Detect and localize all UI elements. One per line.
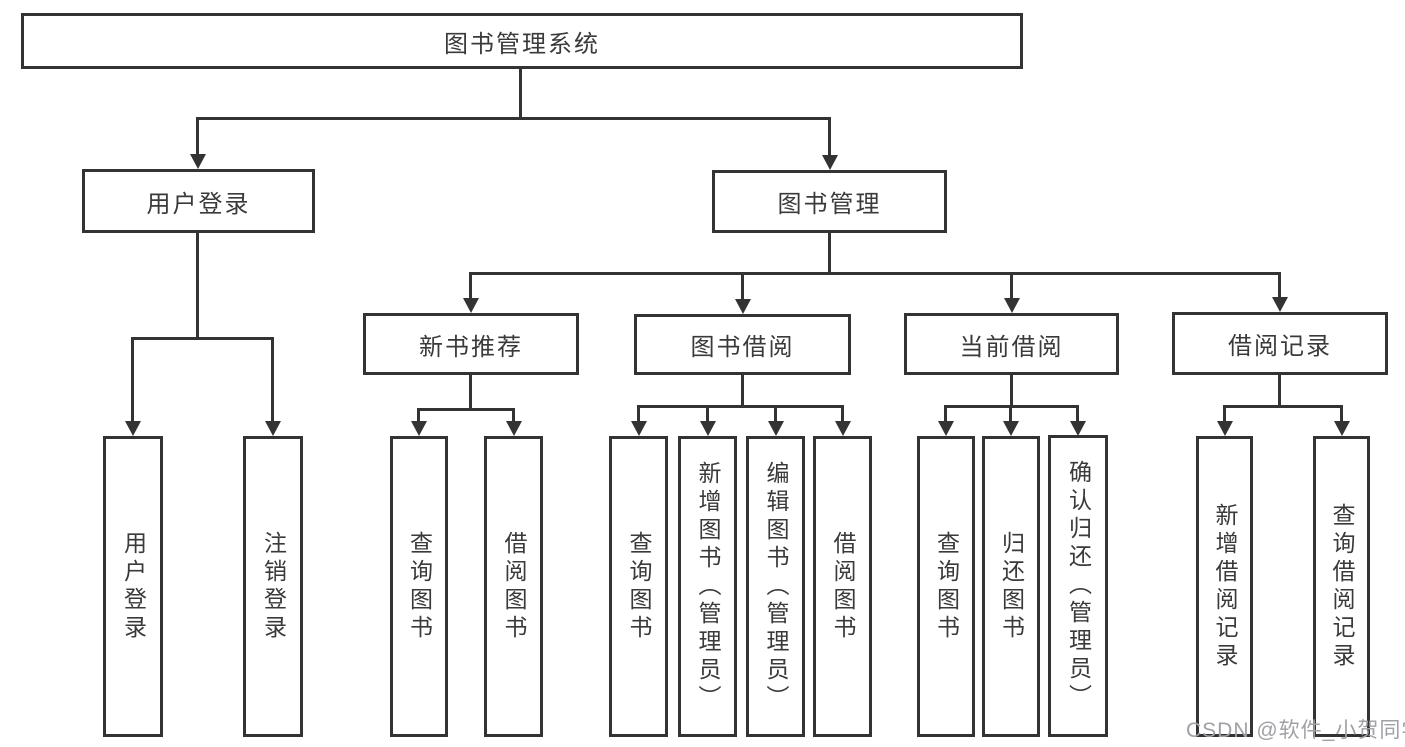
- connector-current-borrow-stub: [1010, 375, 1013, 405]
- leaf-bb-add-books-admin-label: 新增图书（管理员）: [695, 460, 721, 713]
- connector-arrow-login-leaf: [131, 337, 134, 421]
- connector-arrow-cb-query: [944, 405, 947, 421]
- connector-borrow-record-stub: [1278, 375, 1281, 405]
- connector-arrow-current-borrow: [1010, 272, 1013, 298]
- node-book-management: 图书管理: [712, 170, 947, 233]
- connector-arrow-br-add: [1223, 405, 1226, 421]
- leaf-br-add-record-label: 新增借阅记录: [1212, 502, 1238, 671]
- leaf-cb-query-books-label: 查询图书: [933, 530, 960, 643]
- leaf-nb-query-books: 查询图书: [390, 436, 448, 737]
- connector-arrow-cb-return: [1009, 405, 1012, 421]
- connector-arrow-user-login: [196, 117, 199, 154]
- leaf-nb-borrow-books-label: 借阅图书: [501, 530, 527, 643]
- leaf-nb-query-books-label: 查询图书: [406, 530, 433, 643]
- connector-borrow-record-hline: [1223, 405, 1343, 408]
- node-user-login: 用户登录: [82, 169, 315, 233]
- connector-book-borrow-stub: [741, 375, 744, 405]
- connector-new-book-hline: [417, 408, 515, 411]
- csdn-watermark: CSDN @软件_小贺同学: [1186, 719, 1405, 742]
- leaf-logout-label: 注销登录: [260, 530, 287, 643]
- leaf-bb-borrow-books: 借阅图书: [813, 436, 872, 737]
- connector-arrow-bb-edit: [774, 405, 777, 421]
- leaf-user-login: 用户登录: [103, 436, 163, 737]
- leaf-cb-confirm-return-admin-label: 确认归还（管理员）: [1065, 460, 1092, 712]
- connector-new-book-stub: [469, 375, 472, 408]
- node-new-book-recommend: 新书推荐: [363, 313, 579, 375]
- connector-arrow-br-query: [1340, 405, 1343, 421]
- leaf-cb-return-books: 归还图书: [982, 436, 1040, 737]
- connector-arrow-bb-borrow: [841, 405, 844, 421]
- node-library-management-system: 图书管理系统: [21, 13, 1023, 69]
- connector-book-management-stub: [828, 233, 831, 273]
- leaf-br-query-record-label: 查询借阅记录: [1329, 502, 1355, 671]
- leaf-bb-edit-books-admin: 编辑图书（管理员）: [746, 436, 805, 737]
- leaf-bb-borrow-books-label: 借阅图书: [830, 530, 856, 643]
- node-current-borrowing: 当前借阅: [904, 313, 1119, 375]
- connector-root-stub: [519, 69, 522, 117]
- leaf-bb-edit-books-admin-label: 编辑图书（管理员）: [763, 460, 789, 713]
- node-borrowing-records: 借阅记录: [1172, 312, 1388, 375]
- connector-user-login-stub: [196, 233, 199, 337]
- leaf-br-add-record: 新增借阅记录: [1196, 436, 1253, 737]
- leaf-cb-return-books-label: 归还图书: [998, 530, 1025, 643]
- leaf-bb-query-books: 查询图书: [609, 436, 668, 737]
- connector-arrow-bb-add: [706, 405, 709, 421]
- leaf-nb-borrow-books: 借阅图书: [484, 436, 543, 737]
- connector-arrow-book-management: [828, 117, 831, 155]
- leaf-user-login-label: 用户登录: [120, 530, 147, 643]
- connector-arrow-bb-query: [637, 405, 640, 421]
- connector-user-login-hline: [131, 337, 274, 340]
- connector-book-management-hline: [469, 272, 1281, 275]
- leaf-logout: 注销登录: [243, 436, 303, 737]
- leaf-bb-query-books-label: 查询图书: [626, 530, 652, 643]
- leaf-br-query-record: 查询借阅记录: [1313, 436, 1370, 737]
- connector-book-borrow-hline: [637, 405, 844, 408]
- leaf-cb-confirm-return-admin: 确认归还（管理员）: [1048, 435, 1108, 737]
- leaf-bb-add-books-admin: 新增图书（管理员）: [678, 436, 737, 737]
- connector-arrow-new-book: [469, 272, 472, 298]
- connector-arrow-logout-leaf: [271, 337, 274, 421]
- connector-arrow-borrow-record: [1278, 272, 1281, 297]
- leaf-cb-query-books: 查询图书: [917, 436, 975, 737]
- connector-arrow-book-borrow: [741, 272, 744, 299]
- connector-root-hline: [197, 117, 831, 120]
- node-book-borrowing: 图书借阅: [634, 314, 851, 375]
- connector-arrow-nb-borrow: [512, 408, 515, 421]
- connector-arrow-cb-confirm: [1076, 405, 1079, 421]
- connector-arrow-nb-query: [417, 408, 420, 421]
